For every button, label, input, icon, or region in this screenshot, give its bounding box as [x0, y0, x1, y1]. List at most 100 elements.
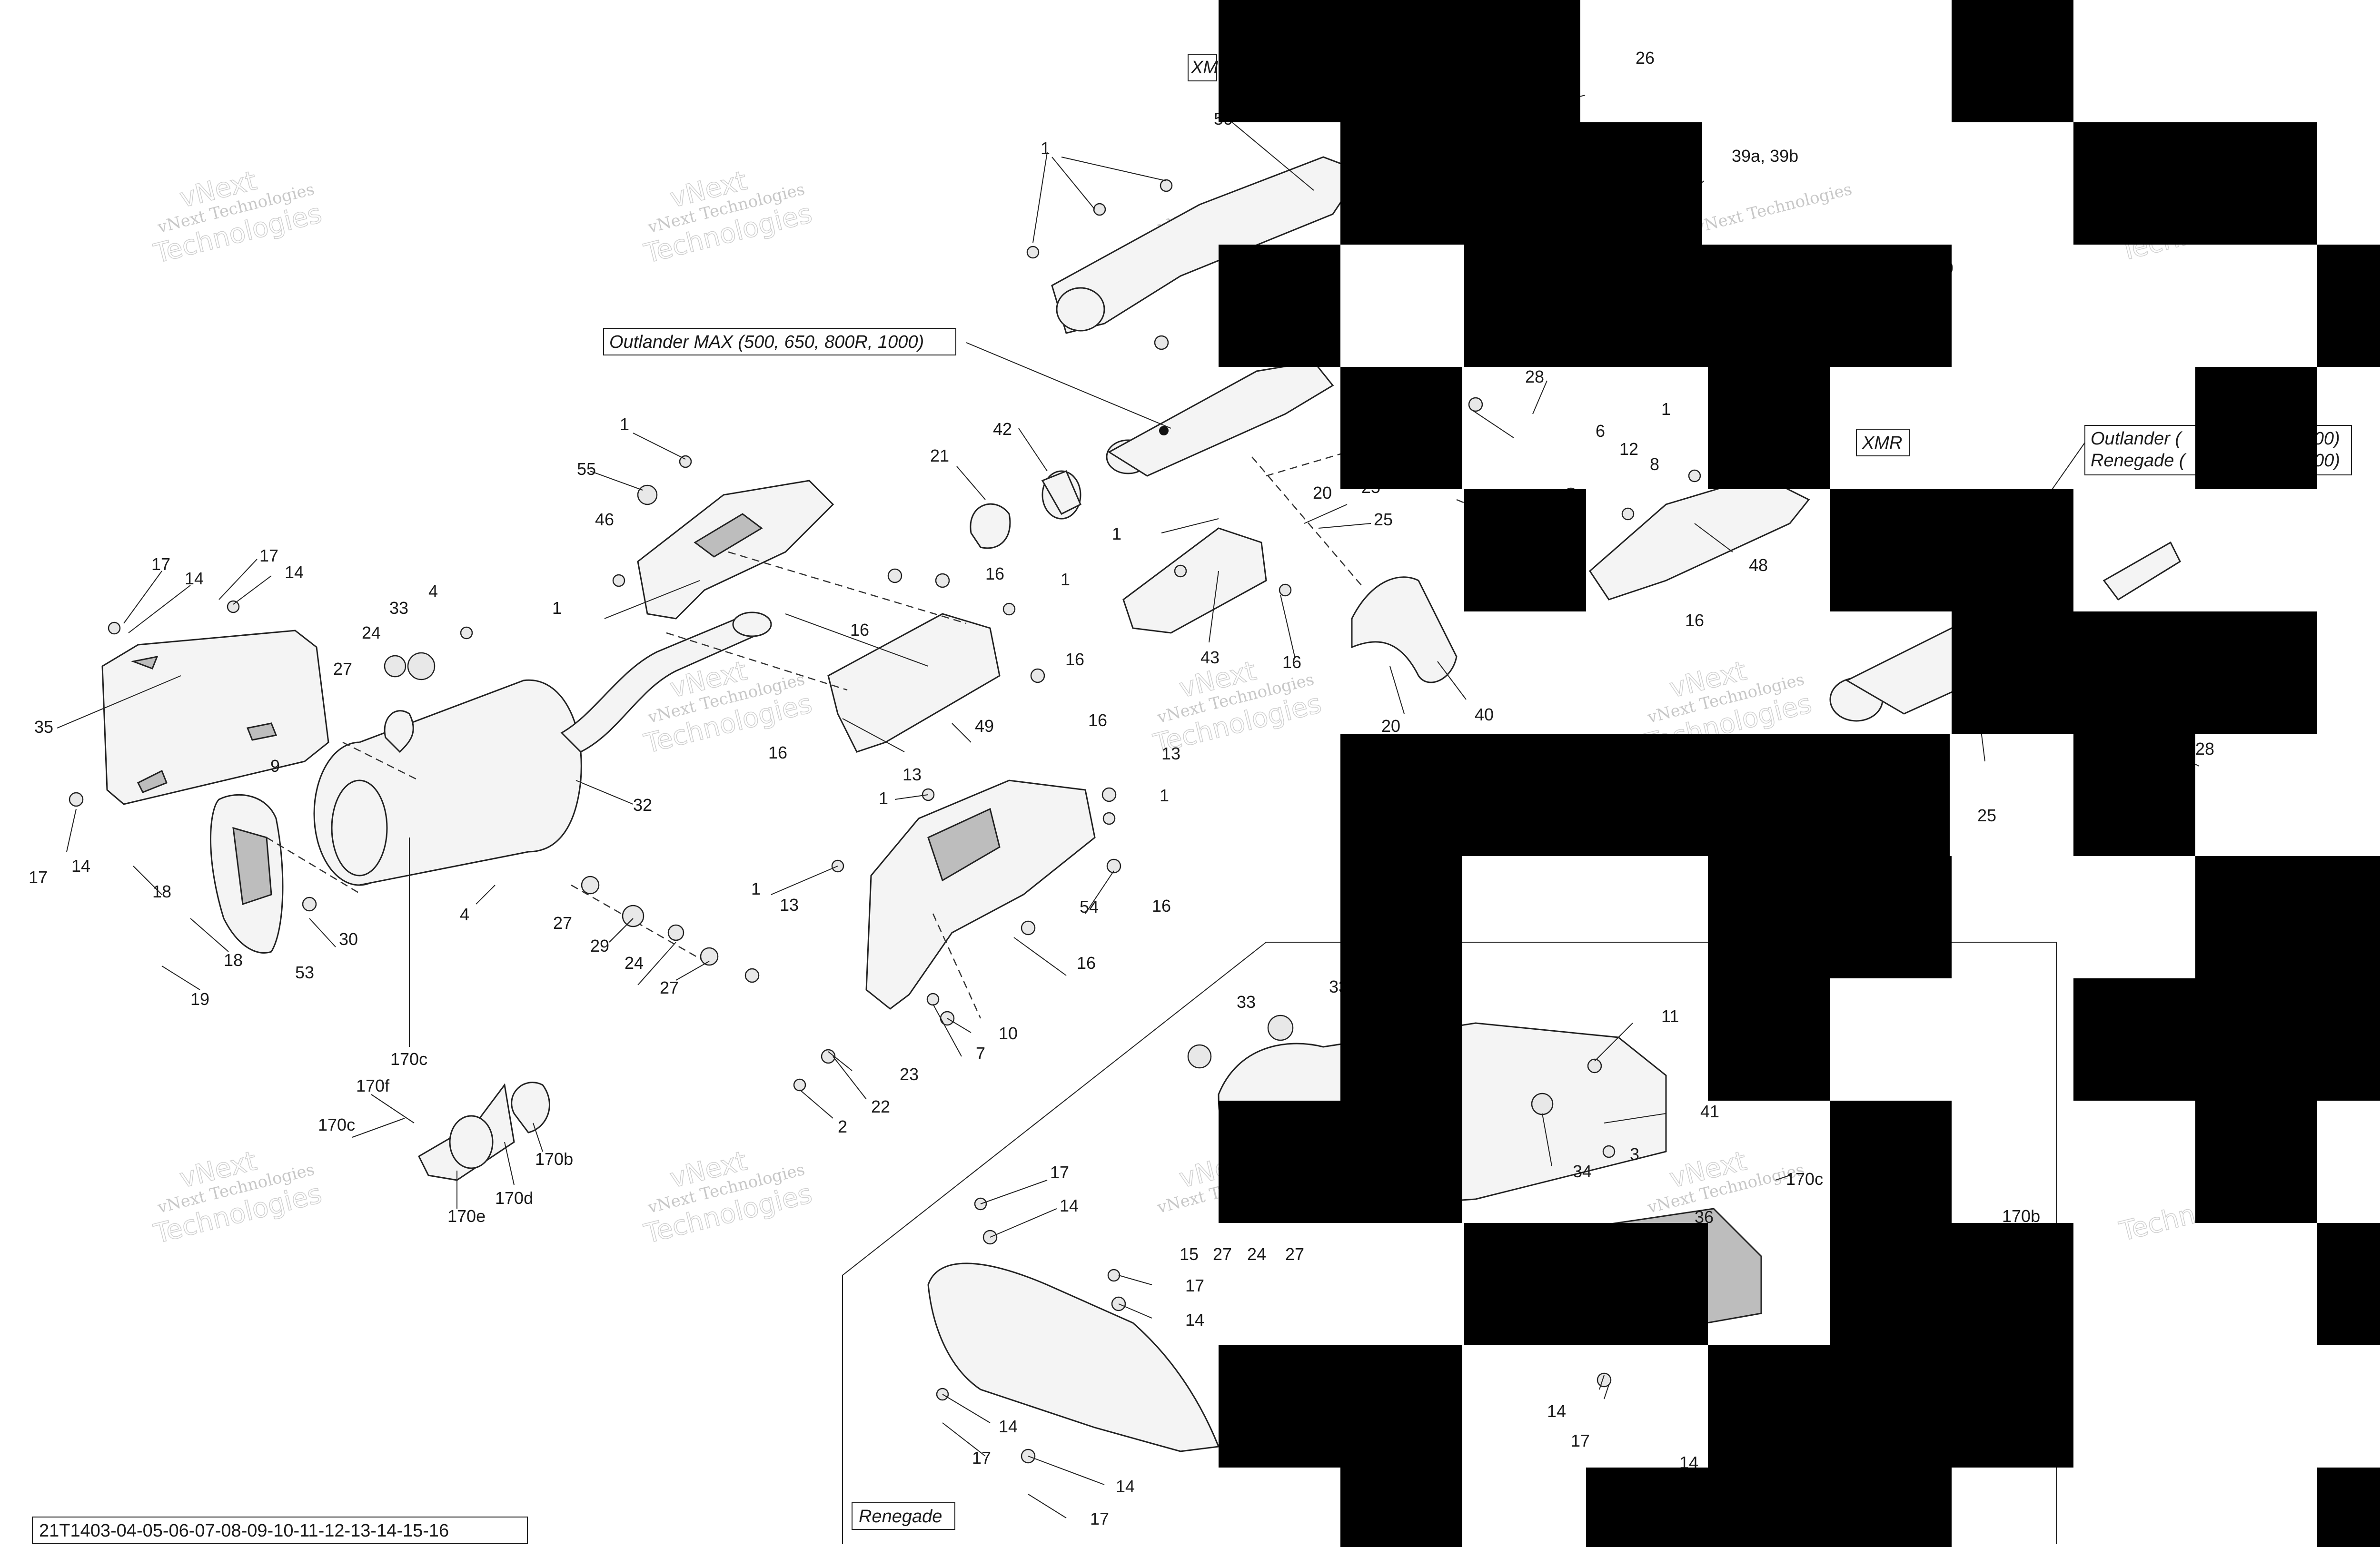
callout-8: 8 — [1650, 454, 1659, 474]
xmr-pipe-top — [1051, 156, 1363, 334]
callout-42: 42 — [993, 419, 1012, 439]
callout-16: 16 — [850, 620, 869, 640]
callout-11: 11 — [1661, 1006, 1679, 1026]
label-xmr-right: XMR — [1856, 429, 1910, 456]
callout-10: 10 — [999, 1024, 1018, 1043]
callout-1: 1 — [1041, 138, 1050, 158]
clamp-21 — [970, 503, 1011, 549]
callout-16: 16 — [1282, 652, 1301, 672]
callout-22: 22 — [871, 1097, 890, 1116]
callout-14: 14 — [1547, 1401, 1566, 1421]
callout-3: 3 — [1630, 1144, 1639, 1164]
callout-17: 17 — [972, 1448, 991, 1468]
callout-25: 25 — [1374, 510, 1393, 529]
sleeve-42 — [1041, 470, 1081, 520]
callout-17: 17 — [1571, 1431, 1590, 1450]
callout-24: 24 — [1247, 1244, 1266, 1264]
callout-27: 27 — [553, 913, 572, 933]
callout-1: 1 — [1112, 524, 1121, 543]
callout-39: 39a, 39b — [1732, 146, 1798, 166]
callout-1: 1 — [620, 414, 629, 434]
callout-24: 24 — [362, 623, 381, 642]
callout-20: 20 — [1313, 483, 1332, 503]
callout-170b: 170b — [535, 1149, 573, 1169]
end-cap-53 — [210, 794, 284, 954]
callout-170b: 170b — [2002, 1206, 2040, 1226]
callout-4: 4 — [428, 581, 438, 601]
shield-40 — [1351, 576, 1458, 683]
callout-49: 49 — [975, 716, 994, 736]
callout-28: 28 — [1525, 367, 1544, 386]
callout-17: 17 — [1185, 1276, 1204, 1295]
callout-1: 1 — [1061, 570, 1070, 589]
callout-14: 14 — [1116, 1477, 1135, 1496]
callout-13: 13 — [780, 895, 799, 915]
callout-numbers: 17 14 17 14 35 17 14 18 18 19 53 30 27 2… — [29, 48, 2214, 1528]
shield-54 — [865, 779, 1096, 1010]
callout-14: 14 — [999, 1417, 1018, 1436]
callout-6: 6 — [1596, 421, 1605, 441]
callout-27: 27 — [1213, 1244, 1232, 1264]
muffler-32 — [313, 611, 772, 886]
callout-170d: 170d — [495, 1188, 533, 1208]
renegade-right-label: Renegade ( — [2091, 451, 2187, 471]
diagram-code-box: 21T1403-04-05-06-07-08-09-10-11-12-13-14… — [32, 1517, 528, 1544]
callout-18: 18 — [224, 950, 243, 970]
callout-55: 55 — [577, 459, 596, 479]
shield-49 — [827, 613, 1001, 753]
callout-170f: 170f — [356, 1076, 390, 1095]
xmr-right-label: XMR — [1862, 433, 1902, 453]
callout-15: 15 — [1180, 1244, 1199, 1264]
label-outlander-max: Outlander MAX (500, 650, 800R, 1000) — [603, 328, 956, 355]
callout-16: 16 — [1685, 611, 1704, 630]
callout-13: 13 — [1161, 744, 1180, 763]
callout-4: 4 — [460, 905, 469, 924]
callout-33: 33 — [1237, 992, 1256, 1012]
callout-2: 2 — [838, 1117, 847, 1136]
callout-1: 1 — [879, 788, 888, 808]
renegade-inset-label: Renegade — [859, 1507, 942, 1527]
callout-20: 20 — [1381, 716, 1400, 736]
shield-48 — [1589, 475, 1810, 601]
callout-16: 16 — [1065, 650, 1084, 669]
callout-1: 1 — [751, 879, 761, 898]
callout-17: 17 — [29, 867, 48, 887]
redaction-blocks — [1219, 0, 2380, 1547]
callout-29: 29 — [590, 936, 609, 956]
callout-19: 19 — [190, 989, 209, 1009]
callout-54: 54 — [1080, 897, 1099, 916]
callout-17: 17 — [1050, 1163, 1069, 1182]
flange-170 — [418, 1082, 550, 1181]
callout-1: 1 — [1160, 786, 1169, 805]
callout-13: 13 — [902, 765, 922, 784]
outlander-right-label: Outlander ( — [2091, 429, 2182, 449]
callout-27: 27 — [1285, 1244, 1304, 1264]
callout-53: 53 — [295, 963, 314, 982]
callout-34: 34 — [1573, 1162, 1592, 1181]
callout-170e: 170e — [447, 1206, 486, 1226]
renegade-inset-frame — [842, 942, 2057, 1544]
bracket-43 — [1122, 527, 1267, 634]
outlander-max-label: Outlander MAX (500, 650, 800R, 1000) — [609, 332, 924, 352]
callout-14: 14 — [71, 856, 90, 876]
callout-23: 23 — [900, 1064, 919, 1084]
callout-9: 9 — [270, 756, 280, 776]
callout-1: 1 — [1661, 399, 1671, 419]
callout-16: 16 — [1077, 953, 1096, 973]
callout-24: 24 — [625, 953, 644, 973]
callout-14: 14 — [185, 569, 204, 588]
label-xm-top: XM — [1188, 54, 1218, 81]
callout-17: 17 — [1090, 1509, 1109, 1528]
label-renegade-inset: Renegade — [852, 1502, 955, 1530]
heat-shield-35 — [101, 630, 329, 805]
callout-14: 14 — [1060, 1196, 1079, 1215]
diagram-code: 21T1403-04-05-06-07-08-09-10-11-12-13-14… — [39, 1521, 449, 1541]
callout-26: 26 — [1636, 48, 1655, 68]
callout-40: 40 — [1475, 705, 1494, 724]
callout-27: 27 — [333, 659, 352, 679]
callout-16: 16 — [1088, 710, 1107, 730]
callout-16: 16 — [768, 743, 787, 762]
xm-top-label: XM — [1190, 58, 1218, 78]
callout-170c: 170c — [1786, 1169, 1823, 1189]
